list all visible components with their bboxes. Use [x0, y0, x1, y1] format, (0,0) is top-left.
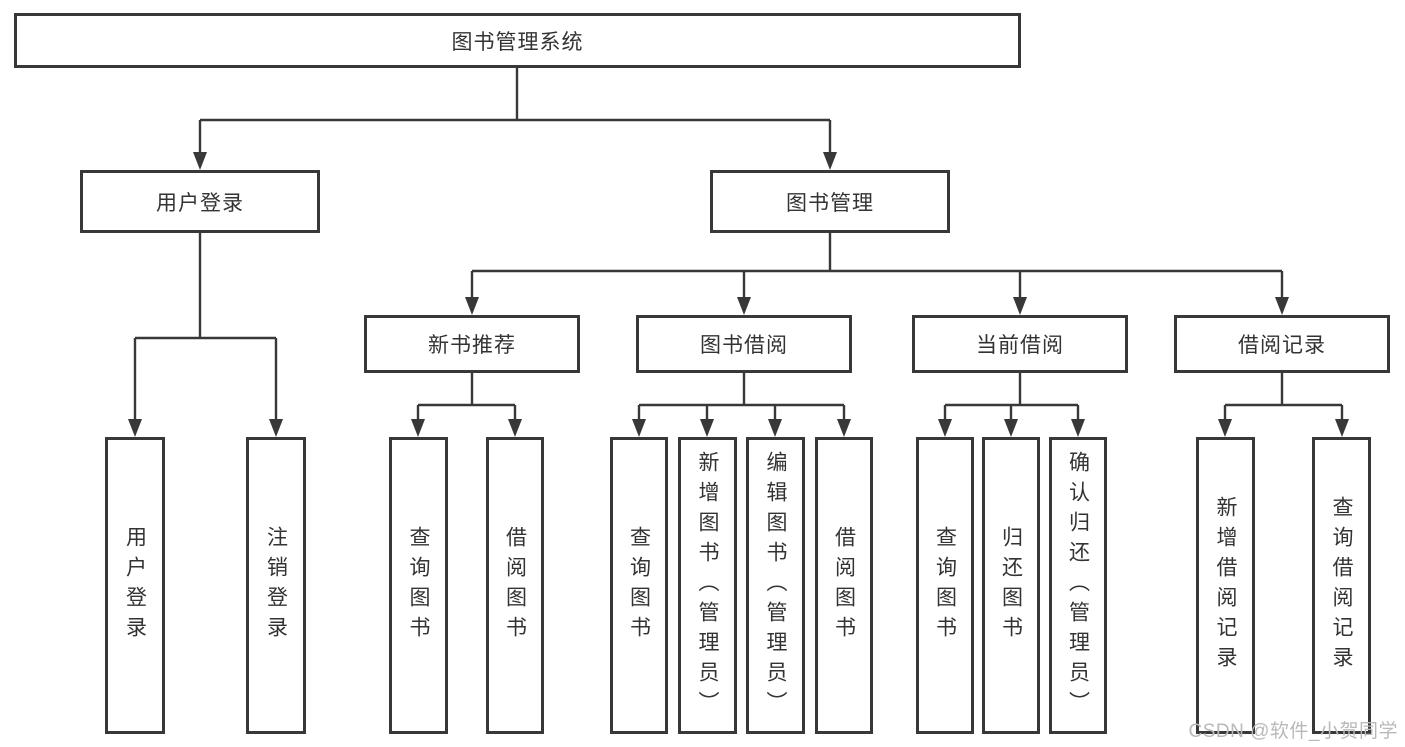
leaf-add-borrow-record-label: 新增借阅记录: [1214, 495, 1237, 676]
leaf-recommend-borrow-books-label: 借阅图书: [503, 525, 527, 646]
connector-paths: [133, 68, 1344, 420]
watermark: CSDN @软件_小贺同学: [1188, 721, 1398, 742]
leaf-confirm-return-admin: 确认归还（管理员）: [1049, 437, 1107, 734]
leaf-borrow-query-books: 查询图书: [610, 437, 668, 734]
leaf-recommend-query-books-label: 查询图书: [407, 525, 430, 646]
node-new-book-recommend: 新书推荐: [364, 315, 580, 373]
node-borrow-records-label: 借阅记录: [1238, 334, 1326, 357]
leaf-logout-label: 注销登录: [264, 525, 288, 646]
leaf-borrow-query-books-label: 查询图书: [627, 525, 651, 646]
node-borrow-records: 借阅记录: [1174, 315, 1390, 373]
leaf-user-login: 用户登录: [105, 437, 165, 734]
leaf-current-query-books: 查询图书: [916, 437, 974, 734]
node-book-management-label: 图书管理: [786, 191, 874, 215]
leaf-recommend-borrow-books: 借阅图书: [486, 437, 544, 734]
node-root: 图书管理系统: [14, 13, 1021, 68]
leaf-add-books-admin-label: 新增图书（管理员）: [696, 450, 719, 721]
node-root-label: 图书管理系统: [451, 30, 584, 54]
node-book-borrow: 图书借阅: [636, 315, 852, 373]
node-book-borrow-label: 图书借阅: [700, 334, 788, 357]
leaf-confirm-return-admin-label: 确认归还（管理员）: [1066, 450, 1090, 721]
leaf-user-login-label: 用户登录: [123, 525, 147, 646]
leaf-add-books-admin: 新增图书（管理员）: [678, 437, 737, 734]
leaf-edit-books-admin-label: 编辑图书（管理员）: [764, 450, 787, 721]
node-new-book-recommend-label: 新书推荐: [428, 334, 516, 357]
leaf-borrow-books: 借阅图书: [815, 437, 873, 734]
leaf-logout: 注销登录: [246, 437, 306, 734]
leaf-edit-books-admin: 编辑图书（管理员）: [746, 437, 805, 734]
leaf-add-borrow-record: 新增借阅记录: [1196, 437, 1255, 734]
node-user-login: 用户登录: [80, 170, 320, 233]
node-current-borrow: 当前借阅: [912, 315, 1128, 373]
leaf-query-borrow-record-label: 查询借阅记录: [1330, 495, 1353, 676]
leaf-return-books-label: 归还图书: [999, 525, 1023, 646]
leaf-return-books: 归还图书: [982, 437, 1040, 734]
node-book-management: 图书管理: [710, 170, 950, 233]
leaf-borrow-books-label: 借阅图书: [832, 525, 856, 646]
arrowheads: [128, 152, 1349, 437]
leaf-query-borrow-record: 查询借阅记录: [1312, 437, 1371, 734]
leaf-current-query-books-label: 查询图书: [933, 525, 957, 646]
leaf-recommend-query-books: 查询图书: [389, 437, 448, 734]
node-user-login-label: 用户登录: [156, 191, 244, 215]
node-current-borrow-label: 当前借阅: [976, 334, 1064, 357]
